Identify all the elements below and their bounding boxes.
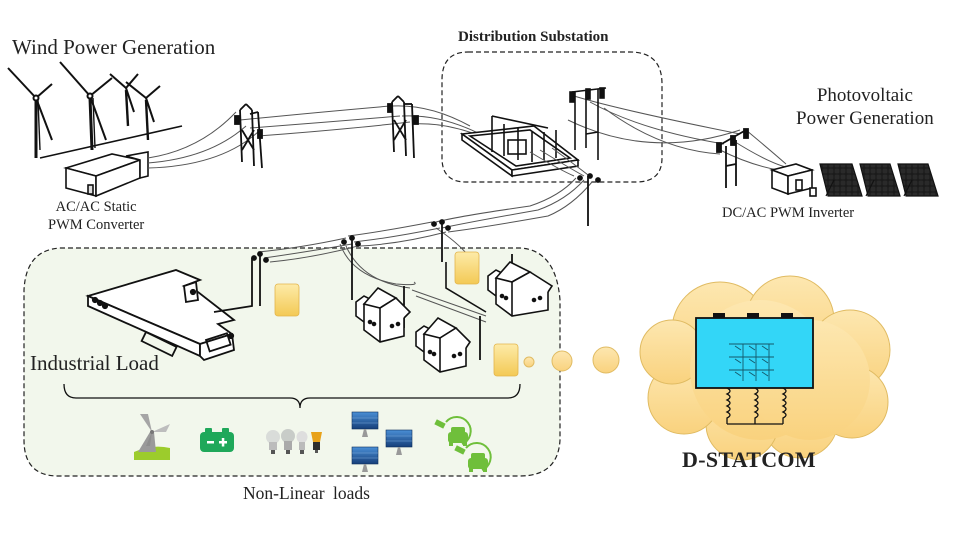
non-linear-loads-brace [63, 383, 521, 409]
smart-meter-1 [274, 283, 300, 317]
pv-generation-label-line-1: Photovoltaic [816, 85, 913, 106]
smart-meter-2 [454, 251, 480, 285]
inductor-coils [725, 387, 787, 425]
industrial-building [85, 258, 253, 362]
dcac-inverter-building [769, 163, 817, 197]
acac-converter-building [63, 151, 149, 198]
dstatcom-label: D-STATCOM [682, 447, 816, 472]
transmission-tower-1 [234, 103, 263, 169]
substation-boundary [441, 51, 663, 183]
thought-bubbles [523, 346, 620, 374]
house-3 [487, 261, 554, 317]
house-2 [415, 316, 472, 373]
pv-generation-label-line-2: Power Generation [796, 108, 934, 129]
switch-matrix-icon [729, 343, 774, 381]
wind-turbine-2 [59, 61, 113, 151]
pv-panel-3 [897, 163, 939, 197]
distribution-substation-label: Distribution Substation [458, 29, 609, 45]
dstatcom-device [695, 313, 814, 425]
wind-generation-label: Wind Power Generation [12, 35, 216, 59]
smart-meters [274, 251, 519, 377]
industrial-load-label: Industrial Load [30, 351, 159, 375]
wind-farm [7, 61, 183, 159]
wind-turbine-icon [134, 414, 170, 460]
smart-meter-3 [493, 343, 519, 377]
acac-converter-label-line-1: AC/AC Static [55, 199, 137, 215]
wind-turbine-1 [7, 67, 53, 158]
non-linear-loads-label: Non-Linear loads [243, 483, 370, 503]
pv-panel-1 [819, 163, 863, 197]
substation-equipment [459, 87, 607, 178]
light-bulbs-icon [266, 429, 322, 454]
solar-panels-icon [351, 411, 413, 472]
pv-tower [716, 128, 749, 188]
battery-icon [200, 428, 234, 452]
pv-generation-label: Photovoltaic Power Generation [796, 84, 934, 130]
pv-panels [819, 163, 939, 197]
distribution-feeders [257, 147, 593, 323]
transmission-tower-2 [387, 95, 419, 159]
service-drop [445, 262, 487, 313]
wind-turbine-4 [125, 81, 161, 141]
dcac-inverter-label: DC/AC PWM Inverter [722, 205, 855, 221]
wind-turbine-3 [109, 73, 139, 127]
pv-panel-2 [859, 163, 901, 197]
acac-converter-label: AC/AC Static PWM Converter [48, 198, 144, 234]
electric-vehicle-charging-icon [434, 416, 492, 472]
distribution-poles [251, 173, 601, 360]
house-1 [355, 286, 412, 343]
acac-converter-label-line-2: PWM Converter [48, 217, 145, 233]
